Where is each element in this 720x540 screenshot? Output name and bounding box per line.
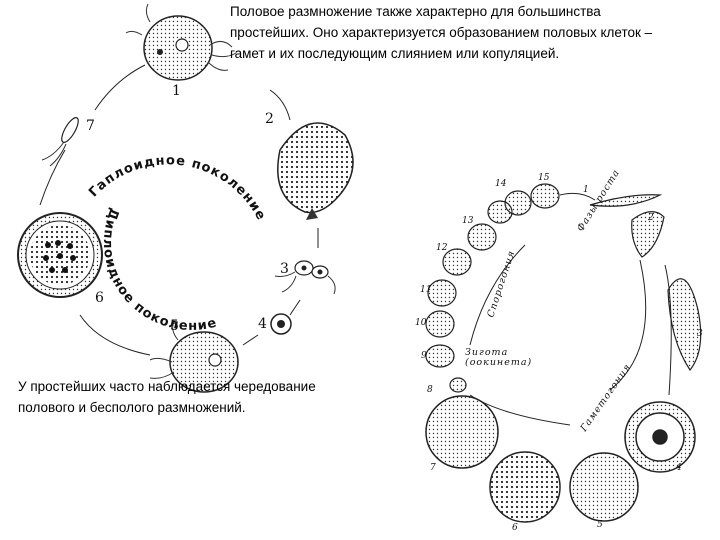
right-stage-1-number: 1 <box>583 185 589 195</box>
stage-6-number: 6 <box>95 290 104 306</box>
intro-paragraph: Половое размножение также характерно для… <box>230 1 710 64</box>
sporogony-chain <box>425 183 560 393</box>
right-stage-2-number: 2 <box>647 213 654 223</box>
alternation-paragraph: У простейших часто наблюдается чередован… <box>18 376 348 418</box>
gametogony-cells <box>425 395 696 523</box>
stage-3-gametes <box>274 260 336 295</box>
intro-line-1: Половое размножение также характерно для… <box>230 4 601 19</box>
right-stage-12-number: 12 <box>436 243 448 253</box>
right-stage-5-number: 5 <box>597 520 603 530</box>
stage-7-cell <box>41 117 79 167</box>
intro-line-2: простейших. Оно характеризуется образова… <box>230 25 653 40</box>
right-stage-13-number: 13 <box>462 216 474 226</box>
zygote-label: Зигота <box>465 347 508 358</box>
right-stage-14-number: 14 <box>495 179 507 189</box>
right-stage-11-number: 11 <box>420 285 431 295</box>
alternation-line-1: У простейших часто наблюдается чередован… <box>18 379 316 394</box>
stage-3-number: 3 <box>280 261 289 277</box>
stage-7-number: 7 <box>86 118 95 134</box>
right-stage-10-number: 10 <box>415 318 427 328</box>
stage-2-number: 2 <box>265 111 274 127</box>
stage-1-cell <box>125 3 237 81</box>
right-stage-15-number: 15 <box>538 173 550 183</box>
stage-5-cell <box>149 321 239 393</box>
right-stage-3-number: 3 <box>697 329 703 339</box>
right-stage-6-number: 6 <box>512 523 518 533</box>
right-stage-4-number: 4 <box>675 463 682 473</box>
stage-4-number: 4 <box>258 316 267 332</box>
right-stage-7-number: 7 <box>430 463 436 473</box>
stage-5-number: 5 <box>170 318 179 334</box>
gametogony-label: Гаметогония <box>578 362 634 435</box>
stage-2-cell <box>277 122 354 220</box>
stage-6-cell <box>17 212 103 298</box>
alternation-line-2: полового и бесполого размножений. <box>18 400 246 415</box>
sporogony-label: Спорогония <box>485 249 517 319</box>
ookinete-label: (оокинета) <box>465 357 532 368</box>
stage-4-zygote <box>270 313 292 335</box>
intro-line-3: гамет и их последующим слиянием или копу… <box>230 46 560 61</box>
right-stage-8-number: 8 <box>427 385 433 395</box>
right-stage-9-number: 9 <box>421 351 427 361</box>
cycle-arrows <box>39 64 319 356</box>
growth-phase-cells <box>589 194 702 372</box>
stage-1-number: 1 <box>172 83 181 99</box>
cycle-curves <box>469 192 672 426</box>
